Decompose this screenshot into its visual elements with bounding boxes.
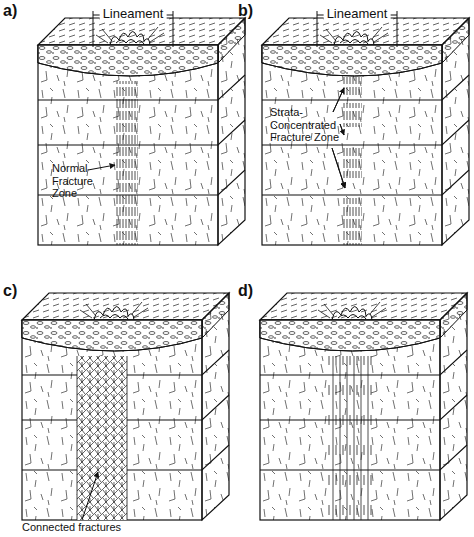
strata-fracture-cluster	[342, 77, 362, 95]
panel-letter: b)	[238, 2, 253, 20]
zone-label: Strata-Concentrated Fracture Zone	[270, 106, 342, 144]
panel-b	[262, 11, 469, 245]
leader-arrow	[332, 148, 345, 188]
panel-letter: c)	[3, 282, 17, 300]
strata-fracture-cluster	[342, 198, 362, 245]
strata-fracture-cluster	[342, 103, 362, 127]
panel-a	[38, 11, 245, 245]
panel-letter: d)	[238, 282, 253, 300]
panel-letter: a)	[3, 2, 17, 20]
zone-edges	[77, 356, 127, 520]
zone-label: Normal Fracture Zone	[52, 162, 100, 200]
leader-arrow	[88, 165, 115, 170]
connected-zone-bg	[77, 356, 127, 520]
leader-arrow	[340, 124, 344, 135]
connected-fracture-zone	[77, 356, 127, 520]
normal-fracture-zone	[116, 81, 138, 245]
rock-block	[22, 293, 229, 520]
panel-c	[22, 293, 229, 520]
rock-block	[262, 18, 469, 245]
rock-block	[260, 293, 467, 520]
leader-arrow	[333, 88, 344, 112]
zone-label: Connected fractures	[22, 521, 121, 534]
panel-d	[260, 293, 467, 520]
leader-arrow	[82, 472, 98, 520]
rock-block	[38, 18, 245, 245]
long-fracture-zone	[328, 356, 372, 520]
lineament-label: Lineament	[324, 7, 391, 22]
strata-fracture-cluster	[342, 148, 362, 178]
lineament-label: Lineament	[100, 7, 167, 22]
